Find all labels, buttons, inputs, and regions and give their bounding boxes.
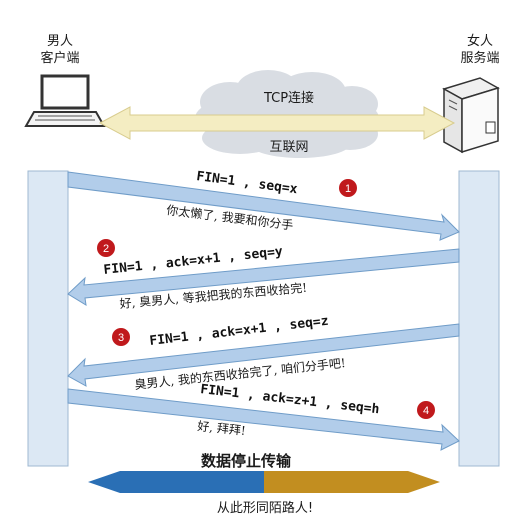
tcp-connection-double-arrow [98,106,456,140]
message-arrow-3 [67,323,460,387]
footer-caption: 从此形同陌路人! [217,500,313,516]
svg-text:3: 3 [118,332,124,344]
internet-label: 互联网 [269,140,308,155]
message-arrow-4 [67,388,460,451]
step-badge-2: 2 [97,239,115,257]
message-arrow-1 [67,171,460,241]
server-lifeline [458,170,500,467]
speech-4: 好, 拜拜! [197,419,247,438]
data-stop-label: 数据停止传输 [201,452,292,470]
server-subtitle: 服务端 [460,50,499,66]
step-badge-1: 1 [339,179,357,197]
bottom-right-arrow [264,471,440,493]
svg-text:2: 2 [103,243,109,255]
svg-text:4: 4 [423,405,429,417]
client-subtitle: 客户端 [40,50,79,66]
laptop-icon [24,74,106,127]
client-lifeline [27,170,69,467]
server-icon [442,77,500,154]
server-title: 女人 [467,33,493,49]
tcp-label: TCP连接 [263,90,314,106]
step-badge-4: 4 [417,401,435,419]
bottom-left-arrow [88,471,264,493]
message-arrow-2 [67,248,460,306]
step-badge-3: 3 [112,328,130,346]
svg-text:1: 1 [345,183,351,195]
client-title: 男人 [47,34,73,49]
